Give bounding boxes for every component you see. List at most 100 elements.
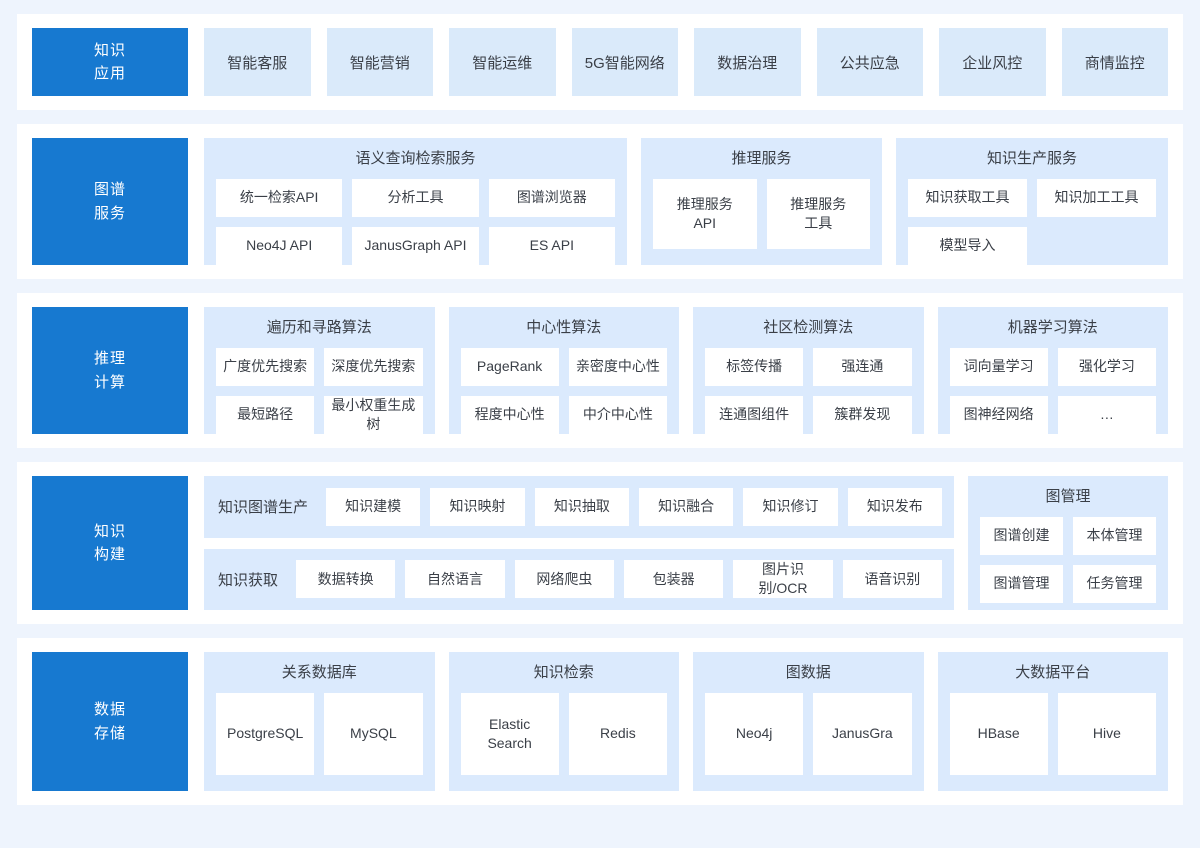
cell-hbase[interactable]: HBase [949,692,1048,775]
group-grid: PostgreSQL MySQL [216,692,423,780]
cell-strongly-connected[interactable]: 强连通 [813,347,912,386]
cell-unified-search-api[interactable]: 统一检索API [216,178,343,217]
cell-degree-centrality[interactable]: 程度中心性 [460,395,559,434]
cell-hive[interactable]: Hive [1057,692,1156,775]
group-title: 遍历和寻路算法 [266,319,372,336]
cell-knowledge-acquisition-tool[interactable]: 知识获取工具 [908,178,1027,217]
group-grid: Elastic Search Redis [460,692,667,780]
cell-postgresql[interactable]: PostgreSQL [216,692,315,775]
group-bigdata-platform: 大数据平台 HBase Hive [937,652,1168,791]
cell-janusgraph-api[interactable]: JanusGraph API [352,226,479,265]
group-grid: HBase Hive [949,692,1156,780]
layer-label-line-2: 应用 [93,65,126,82]
cell-knowledge-publish[interactable]: 知识发布 [847,487,942,526]
cell-speech-recognition[interactable]: 语音识别 [842,560,942,599]
cell-reasoning-service-api[interactable]: 推理服务 API [653,178,757,249]
layer-data-storage: 数据 存储 关系数据库 PostgreSQL MySQL 知识检索 Elasti… [17,638,1183,805]
app-chip-3[interactable]: 智能运维 [449,28,556,96]
cell-cluster-discovery[interactable]: 簇群发现 [813,395,912,434]
layer-label-line-1: 知识 [93,522,126,540]
group-grid: 知识获取工具 知识加工工具 模型导入 [908,178,1156,265]
group-grid: 标签传播 强连通 连通图组件 簇群发现 [705,347,912,434]
cell-reinforcement-learning[interactable]: 强化学习 [1057,347,1156,386]
layer-reasoning-computation: 推理 计算 遍历和寻路算法 广度优先搜索 深度优先搜索 最短路径 最小权重生成树… [17,293,1183,448]
cell-label-propagation[interactable]: 标签传播 [705,347,804,386]
layer-label-line-1: 图谱 [93,181,126,199]
cell-knowledge-modeling[interactable]: 知识建模 [326,487,421,526]
cell-redis[interactable]: Redis [568,692,667,775]
group-title: 大数据平台 [1015,664,1091,681]
layer-label-knowledge-application: 知识 应用 [32,28,188,96]
group-centrality-algorithms: 中心性算法 PageRank 亲密度中心性 程度中心性 中介中心性 [448,307,679,434]
cell-es-api[interactable]: ES API [488,226,615,265]
cell-dfs[interactable]: 深度优先搜索 [324,347,423,386]
app-chip-8[interactable]: 商情监控 [1061,28,1168,96]
group-title: 中心性算法 [526,319,602,336]
layer-label-line-1: 推理 [93,350,126,368]
group-grid: 词向量学习 强化学习 图神经网络 … [949,347,1156,434]
cell-neo4j-api[interactable]: Neo4J API [216,226,343,265]
layer-body-reasoning-computation: 遍历和寻路算法 广度优先搜索 深度优先搜索 最短路径 最小权重生成树 中心性算法… [204,307,1168,434]
cell-connected-components[interactable]: 连通图组件 [705,395,804,434]
layer-graph-service: 图谱 服务 语义查询检索服务 统一检索API 分析工具 图谱浏览器 Neo4J … [17,124,1183,279]
cell-ontology-management[interactable]: 本体管理 [1073,516,1156,555]
cell-shortest-path[interactable]: 最短路径 [216,395,315,434]
cell-model-import[interactable]: 模型导入 [908,226,1027,265]
group-title: 社区检测算法 [763,319,854,336]
cell-reasoning-service-tool[interactable]: 推理服务 工具 [766,178,870,249]
layer-body-knowledge-application: 智能客服 智能营销 智能运维 5G智能网络 数据治理 公共应急 企业风控 商情监… [204,28,1168,96]
cell-analysis-tool[interactable]: 分析工具 [352,178,479,217]
app-chip-1[interactable]: 智能客服 [204,28,311,96]
cell-knowledge-revision[interactable]: 知识修订 [743,487,838,526]
band-knowledge-acquisition: 知识获取 数据转换 自然语言 网络爬虫 包装器 图片识别/OCR 语音识别 [204,548,954,610]
layer-label-line-2: 构建 [93,546,126,563]
app-chip-6[interactable]: 公共应急 [816,28,923,96]
group-machine-learning: 机器学习算法 词向量学习 强化学习 图神经网络 … [937,307,1168,434]
cell-knowledge-extraction[interactable]: 知识抽取 [534,487,629,526]
cell-graph-create[interactable]: 图谱创建 [980,516,1063,555]
cell-task-management[interactable]: 任务管理 [1073,564,1156,603]
group-graph-data: 图数据 Neo4j JanusGra [693,652,924,791]
cell-elasticsearch[interactable]: Elastic Search [460,692,559,775]
cell-knowledge-fusion[interactable]: 知识融合 [639,487,734,526]
cell-closeness-centrality[interactable]: 亲密度中心性 [568,347,667,386]
cell-neo4j[interactable]: Neo4j [705,692,804,775]
layer-body-graph-service: 语义查询检索服务 统一检索API 分析工具 图谱浏览器 Neo4J API Ja… [204,138,1168,265]
cell-graph-browser[interactable]: 图谱浏览器 [488,178,615,217]
cell-graph-management[interactable]: 图谱管理 [980,564,1063,603]
cell-word-embedding[interactable]: 词向量学习 [949,347,1048,386]
layer-label-line-2: 计算 [93,373,126,391]
group-title: 图数据 [785,664,831,681]
cell-image-recognition-ocr[interactable]: 图片识别/OCR [733,560,833,599]
app-chip-4[interactable]: 5G智能网络 [571,28,678,96]
cell-more-ellipsis[interactable]: … [1057,395,1156,434]
band-label: 知识图谱生产 [218,499,309,517]
layer-knowledge-construction: 知识 构建 知识图谱生产 知识建模 知识映射 知识抽取 知识融合 知识修订 知识… [17,462,1183,624]
cell-knowledge-mapping[interactable]: 知识映射 [430,487,525,526]
cell-web-crawler[interactable]: 网络爬虫 [514,560,614,599]
group-grid: PageRank 亲密度中心性 程度中心性 中介中心性 [460,347,667,434]
cell-janusgraph[interactable]: JanusGra [813,692,912,775]
layer-label-knowledge-construction: 知识 构建 [32,476,188,610]
cell-mysql[interactable]: MySQL [324,692,423,775]
cell-graph-neural-network[interactable]: 图神经网络 [949,395,1048,434]
band-label: 知识获取 [218,571,279,589]
group-title: 图管理 [1045,488,1091,505]
layer-body-data-storage: 关系数据库 PostgreSQL MySQL 知识检索 Elastic Sear… [204,652,1168,791]
app-chip-7[interactable]: 企业风控 [939,28,1046,96]
group-title: 语义查询检索服务 [355,150,476,167]
cell-minimum-spanning-tree[interactable]: 最小权重生成树 [324,395,423,434]
cell-bfs[interactable]: 广度优先搜索 [216,347,315,386]
cell-knowledge-processing-tool[interactable]: 知识加工工具 [1037,178,1156,217]
group-title: 机器学习算法 [1007,319,1098,336]
cell-wrapper[interactable]: 包装器 [624,560,724,599]
app-chip-5[interactable]: 数据治理 [694,28,801,96]
cell-betweenness-centrality[interactable]: 中介中心性 [568,395,667,434]
app-chip-2[interactable]: 智能营销 [326,28,433,96]
group-knowledge-retrieval: 知识检索 Elastic Search Redis [448,652,679,791]
cell-pagerank[interactable]: PageRank [460,347,559,386]
cell-data-conversion[interactable]: 数据转换 [296,560,396,599]
group-title: 关系数据库 [281,664,357,681]
cell-natural-language[interactable]: 自然语言 [405,560,505,599]
